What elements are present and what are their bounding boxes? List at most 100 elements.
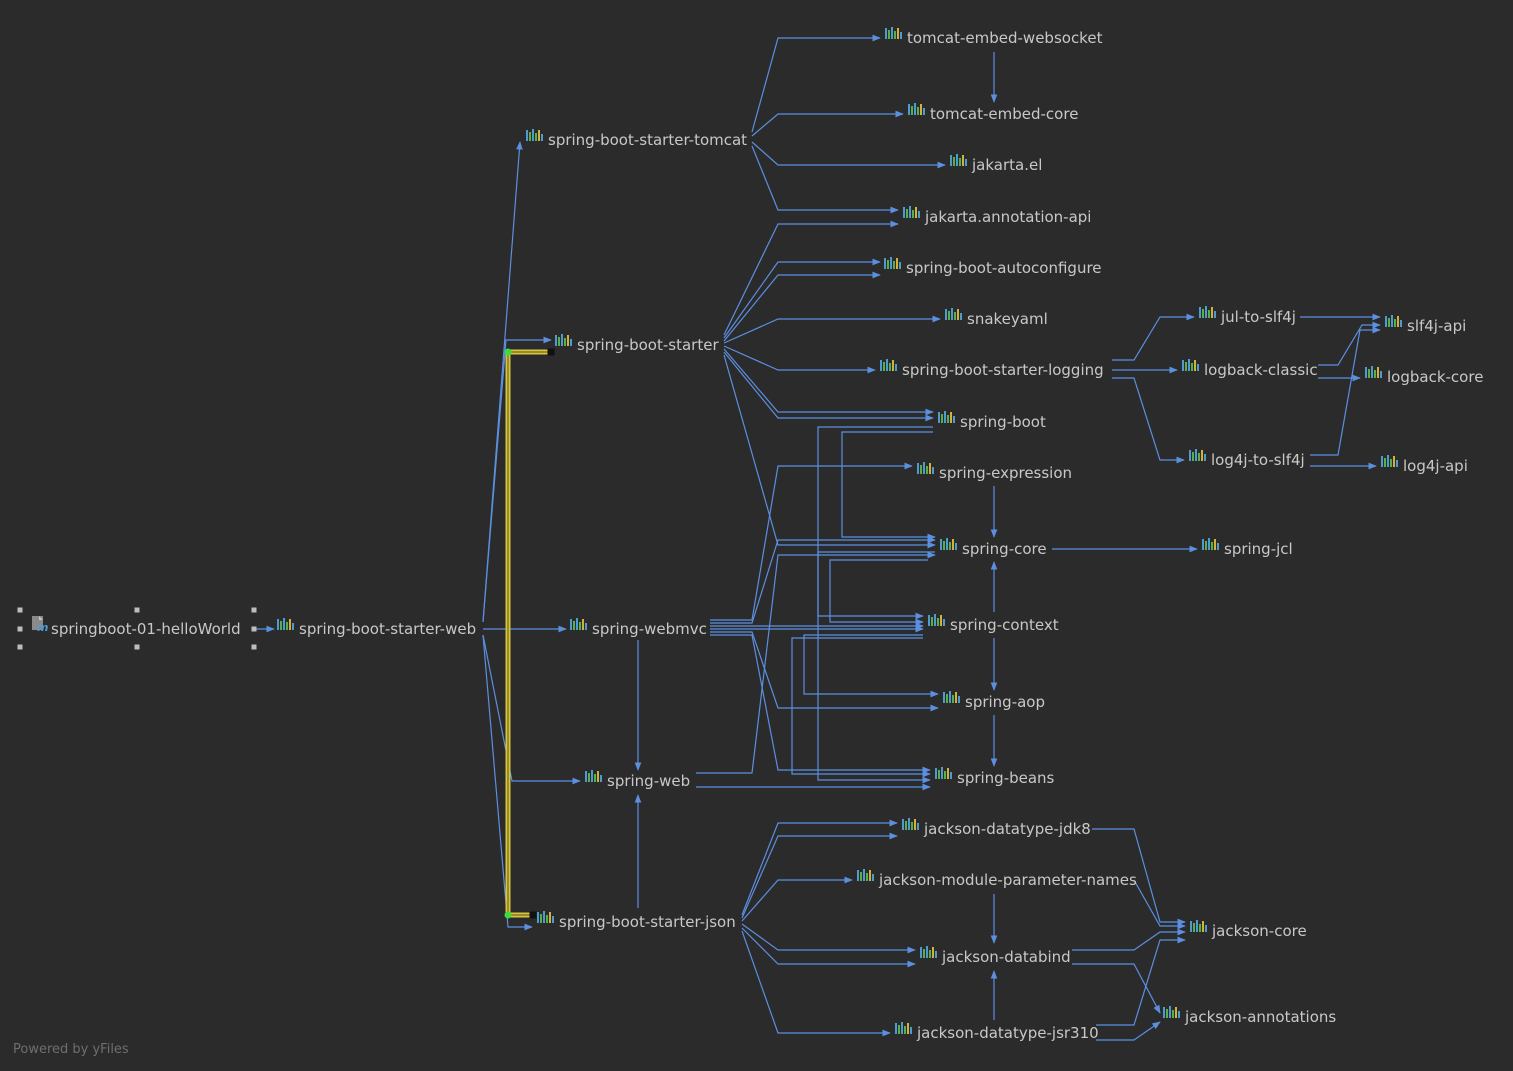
dependency-edge[interactable] bbox=[1096, 936, 1186, 1026]
node-el[interactable]: jakarta.el bbox=[950, 154, 1042, 174]
dependency-edge[interactable] bbox=[741, 819, 898, 916]
dependency-edge[interactable] bbox=[741, 876, 853, 922]
node-springweb[interactable]: spring-web bbox=[585, 770, 690, 790]
dependency-edge[interactable] bbox=[1072, 963, 1161, 1014]
dependency-edge[interactable] bbox=[1133, 879, 1186, 930]
dependency-edge[interactable] bbox=[751, 110, 904, 137]
edge-endpoint-handle[interactable] bbox=[504, 348, 512, 356]
library-icon bbox=[938, 411, 955, 423]
dependency-edge[interactable] bbox=[817, 426, 933, 620]
node-jsr310[interactable]: jackson-datatype-jsr310 bbox=[895, 1022, 1099, 1042]
node-label: spring-boot bbox=[960, 413, 1046, 431]
dependency-edge[interactable] bbox=[723, 258, 881, 339]
node-beans[interactable]: spring-beans bbox=[935, 767, 1055, 787]
dependency-edge[interactable] bbox=[751, 141, 946, 169]
node-log4j[interactable]: log4j-to-slf4j bbox=[1189, 449, 1305, 469]
node-autoconf[interactable]: spring-boot-autoconfigure bbox=[884, 257, 1102, 277]
node-log4japi[interactable]: log4j-api bbox=[1381, 455, 1468, 475]
node-slf4j[interactable]: slf4j-api bbox=[1385, 315, 1466, 335]
node-label: spring-webmvc bbox=[592, 620, 707, 638]
node-tomcat[interactable]: spring-boot-starter-tomcat bbox=[526, 129, 747, 149]
highlighted-edge[interactable] bbox=[505, 349, 548, 918]
dependency-edge[interactable] bbox=[829, 559, 928, 626]
dependency-edge[interactable] bbox=[696, 551, 936, 774]
resize-handle[interactable] bbox=[17, 607, 23, 613]
dependency-edge[interactable] bbox=[791, 637, 931, 778]
dependency-edge[interactable] bbox=[710, 536, 936, 624]
node-pnames[interactable]: jackson-module-parameter-names bbox=[857, 869, 1137, 889]
node-jann[interactable]: jackson-annotations bbox=[1163, 1006, 1336, 1026]
dependency-edge[interactable] bbox=[723, 351, 934, 422]
dependency-edge[interactable] bbox=[723, 354, 936, 549]
dependency-edge[interactable] bbox=[1112, 313, 1195, 361]
node-label: springboot-01-helloWorld bbox=[51, 620, 241, 638]
dependency-edge[interactable] bbox=[751, 34, 881, 133]
node-jcl[interactable]: spring-jcl bbox=[1202, 538, 1293, 558]
node-jul[interactable]: jul-to-slf4j bbox=[1199, 306, 1296, 326]
selection-handles[interactable] bbox=[17, 607, 257, 650]
node-jdk8[interactable]: jackson-datatype-jdk8 bbox=[902, 818, 1091, 838]
dependency-edge[interactable] bbox=[723, 220, 899, 336]
node-snake[interactable]: snakeyaml bbox=[945, 308, 1048, 328]
edge-bend-handle[interactable] bbox=[529, 911, 537, 919]
resize-handle[interactable] bbox=[17, 644, 23, 650]
node-tcore[interactable]: tomcat-embed-core bbox=[908, 103, 1078, 123]
dependency-edge[interactable] bbox=[803, 634, 939, 698]
node-lbcore[interactable]: logback-core bbox=[1365, 366, 1483, 386]
edge-bend-handle[interactable] bbox=[547, 348, 555, 356]
node-logging[interactable]: spring-boot-starter-logging bbox=[880, 359, 1104, 379]
node-web[interactable]: spring-boot-starter-web bbox=[277, 618, 476, 638]
node-label: slf4j-api bbox=[1407, 317, 1466, 335]
library-icon bbox=[885, 27, 902, 39]
dependency-edge[interactable] bbox=[482, 634, 533, 931]
edge-endpoint-handle[interactable] bbox=[504, 911, 512, 919]
dependency-edge[interactable] bbox=[741, 923, 916, 954]
node-core[interactable]: spring-core bbox=[940, 538, 1047, 558]
dependency-edge[interactable] bbox=[710, 634, 931, 774]
resize-handle[interactable] bbox=[251, 626, 257, 632]
node-starter[interactable]: spring-boot-starter bbox=[555, 334, 719, 354]
dependency-edge[interactable] bbox=[1072, 928, 1186, 951]
node-json[interactable]: spring-boot-starter-json bbox=[537, 911, 736, 931]
dependency-edge[interactable] bbox=[1318, 321, 1381, 366]
resize-handle[interactable] bbox=[251, 607, 257, 613]
dependency-edge[interactable] bbox=[482, 634, 581, 785]
dependency-edge[interactable] bbox=[741, 930, 891, 1037]
dependency-edge[interactable] bbox=[710, 631, 939, 712]
resize-handle[interactable] bbox=[251, 644, 257, 650]
dependency-edge[interactable] bbox=[841, 431, 936, 541]
node-annapi[interactable]: jakarta.annotation-api bbox=[903, 206, 1091, 226]
dependency-edge[interactable] bbox=[1096, 1021, 1161, 1041]
resize-handle[interactable] bbox=[17, 626, 23, 632]
node-expr[interactable]: spring-expression bbox=[917, 462, 1072, 482]
dependency-edge[interactable] bbox=[710, 462, 913, 621]
node-boot[interactable]: spring-boot bbox=[938, 411, 1046, 431]
node-logback[interactable]: logback-classic bbox=[1182, 359, 1318, 379]
node-label: log4j-to-slf4j bbox=[1211, 451, 1305, 469]
dependency-edge[interactable] bbox=[741, 927, 916, 968]
node-ws[interactable]: tomcat-embed-websocket bbox=[885, 27, 1103, 47]
node-context[interactable]: spring-context bbox=[928, 614, 1059, 634]
dependency-edge[interactable] bbox=[751, 145, 899, 214]
node-label: spring-aop bbox=[965, 693, 1045, 711]
resize-handle[interactable] bbox=[134, 607, 140, 613]
node-webmvc[interactable]: spring-webmvc bbox=[570, 618, 707, 638]
dependency-edge[interactable] bbox=[1092, 828, 1186, 926]
dependency-edge[interactable] bbox=[741, 832, 898, 919]
node-jcore[interactable]: jackson-core bbox=[1190, 920, 1307, 940]
node-label: spring-boot-starter-logging bbox=[902, 361, 1104, 379]
dependency-edge[interactable] bbox=[1310, 326, 1381, 456]
node-databind[interactable]: jackson-databind bbox=[920, 946, 1071, 966]
dependency-edge[interactable] bbox=[482, 336, 552, 623]
dependency-edge[interactable] bbox=[1112, 377, 1185, 464]
dependency-edge[interactable] bbox=[723, 315, 941, 344]
dependency-edge[interactable] bbox=[723, 345, 876, 374]
node-aop[interactable]: spring-aop bbox=[943, 691, 1045, 711]
dependency-edge[interactable] bbox=[723, 348, 934, 416]
resize-handle[interactable] bbox=[134, 644, 140, 650]
dependency-edge[interactable] bbox=[723, 271, 881, 342]
dependency-edge[interactable] bbox=[817, 551, 935, 784]
